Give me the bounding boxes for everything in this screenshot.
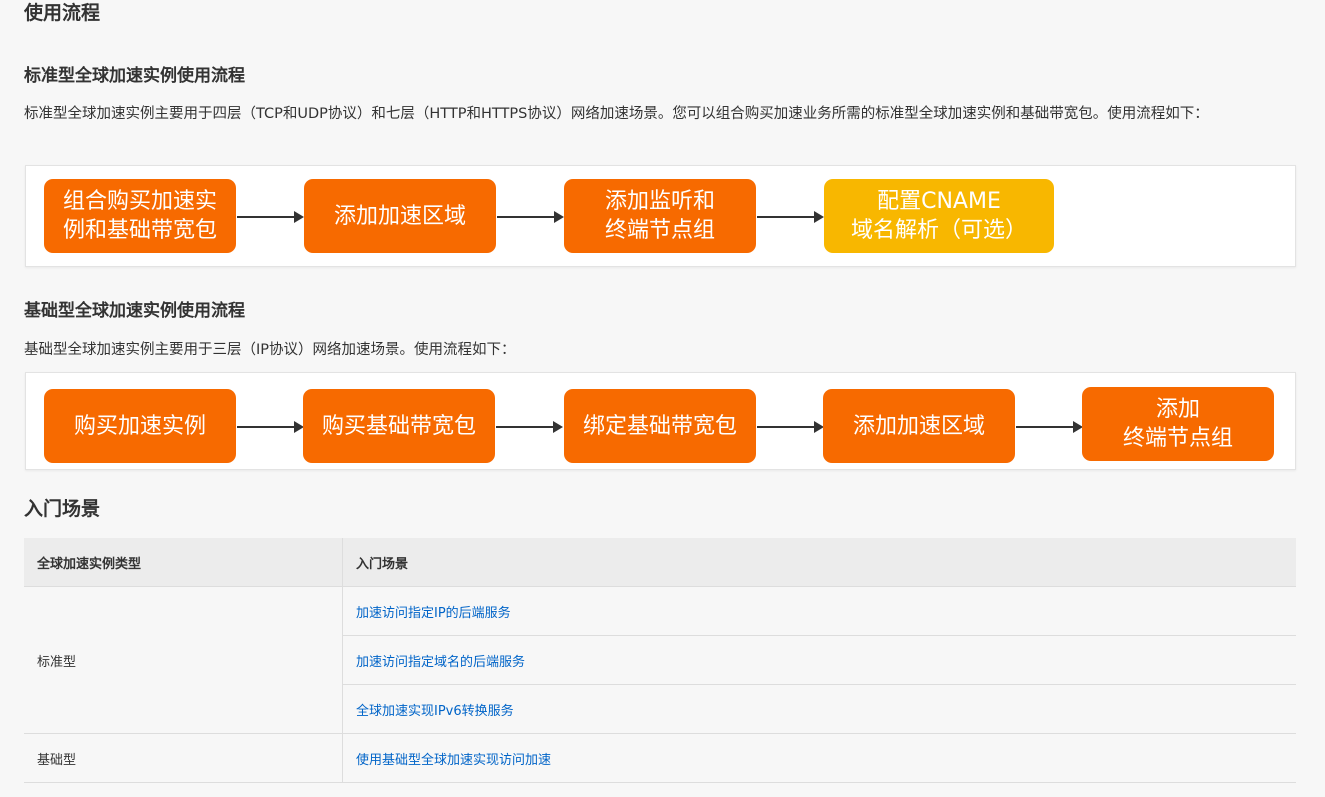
flow-arrow — [496, 421, 563, 433]
step-buy-instance-and-bandwidth: 组合购买加速实 例和基础带宽包 — [44, 179, 236, 253]
scenario-link-ip-backend[interactable]: 加速访问指定IP的后端服务 — [356, 605, 511, 621]
table-row: 全球加速实现IPv6转换服务 — [24, 684, 1296, 734]
instance-type-basic: 基础型 — [24, 733, 343, 783]
instance-type-standard: 标准型 — [24, 586, 343, 734]
table-row: 基础型 使用基础型全球加速实现访问加速 — [24, 733, 1296, 783]
flow-arrow — [237, 421, 304, 433]
flow-arrow — [757, 211, 824, 223]
step-add-acceleration-region: 添加加速区域 — [304, 179, 496, 253]
standard-flow-diagram: 组合购买加速实 例和基础带宽包 添加加速区域 添加监听和 终端节点组 配置CNA… — [25, 165, 1296, 267]
step-buy-instance: 购买加速实例 — [44, 389, 236, 463]
scenario-link-domain-backend[interactable]: 加速访问指定域名的后端服务 — [356, 654, 526, 670]
basic-flow-diagram: 购买加速实例 购买基础带宽包 绑定基础带宽包 添加加速区域 添加 终端节点组 — [25, 372, 1296, 470]
page-title: 使用流程 — [24, 2, 101, 24]
basic-flow-description: 基础型全球加速实例主要用于三层（IP协议）网络加速场景。使用流程如下： — [24, 342, 516, 358]
standard-flow-heading: 标准型全球加速实例使用流程 — [24, 66, 245, 86]
step-add-acceleration-region: 添加加速区域 — [823, 389, 1015, 463]
basic-flow-heading: 基础型全球加速实例使用流程 — [24, 301, 245, 321]
column-header-scenario: 入门场景 — [342, 538, 1296, 587]
table-row: 加速访问指定域名的后端服务 — [24, 635, 1296, 685]
standard-flow-description: 标准型全球加速实例主要用于四层（TCP和UDP协议）和七层（HTTP和HTTPS… — [24, 106, 1209, 122]
step-buy-bandwidth: 购买基础带宽包 — [303, 389, 495, 463]
flow-arrow — [757, 421, 824, 433]
table-header-row: 全球加速实例类型 入门场景 — [24, 538, 1296, 587]
step-configure-cname-optional: 配置CNAME 域名解析（可选） — [824, 179, 1054, 253]
scenario-link-basic-acceleration[interactable]: 使用基础型全球加速实现访问加速 — [356, 752, 552, 768]
scenarios-heading: 入门场景 — [24, 498, 101, 520]
step-bind-bandwidth: 绑定基础带宽包 — [564, 389, 756, 463]
flow-arrow — [1016, 421, 1083, 433]
flow-arrow — [497, 211, 564, 223]
scenarios-table: 全球加速实例类型 入门场景 标准型 加速访问指定IP的后端服务 加速访问指定域名… — [24, 538, 1296, 783]
step-add-listener-endpoint-group: 添加监听和 终端节点组 — [564, 179, 756, 253]
column-header-instance-type: 全球加速实例类型 — [24, 538, 343, 587]
flow-arrow — [237, 211, 304, 223]
scenario-link-ipv6-translation[interactable]: 全球加速实现IPv6转换服务 — [356, 703, 514, 719]
step-add-endpoint-group: 添加 终端节点组 — [1082, 387, 1274, 461]
table-row: 标准型 加速访问指定IP的后端服务 — [24, 586, 1296, 734]
